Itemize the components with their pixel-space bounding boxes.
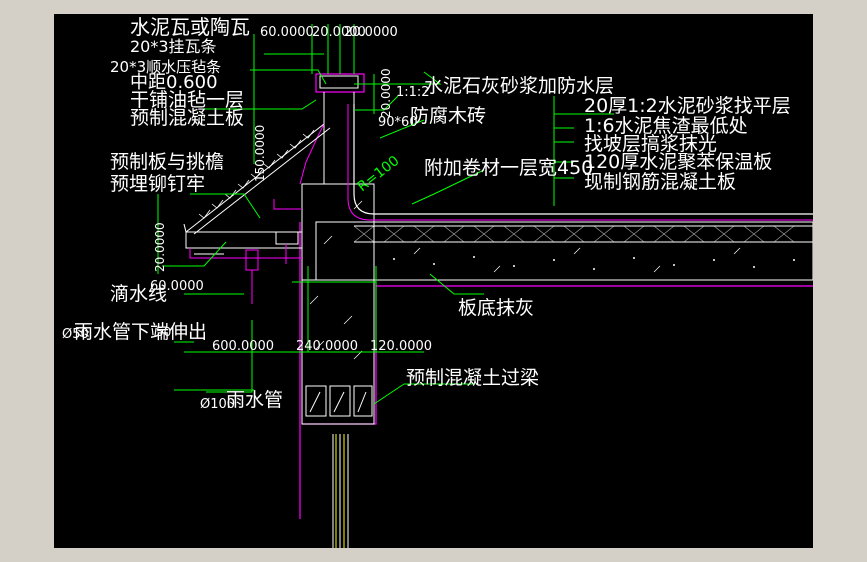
leader-lines: [157, 24, 614, 405]
eave-section-drawing: 60.0000 20.0000 20.0000 20.0000 150.0000…: [62, 15, 813, 548]
parapet-and-flashing: [273, 73, 813, 221]
label-counter-batten: 20*3顺水压毡条: [110, 58, 221, 76]
dim-20-c: 20.0000: [379, 68, 393, 118]
dim-150: 150.0000: [253, 125, 267, 182]
label-batten: 20*3挂瓦条: [130, 37, 217, 56]
label-felt: 干铺油毡一层: [130, 89, 244, 111]
label-rc-slab: 现制钢筋混凝土板: [584, 171, 736, 193]
label-cement-tile: 水泥瓦或陶瓦: [130, 15, 250, 39]
label-rain-pipe: 雨水管: [226, 389, 283, 411]
radius-label: R=100: [355, 153, 403, 195]
roof-tiles: [183, 123, 331, 259]
wall-and-slab: [299, 183, 813, 548]
drawing-canvas[interactable]: 60.0000 20.0000 20.0000 20.0000 150.0000…: [54, 14, 813, 548]
label-90x60: 90*60: [378, 115, 418, 130]
label-extra-membrane: 附加卷材一层宽450: [424, 157, 593, 179]
label-ratio: 1:1:2: [396, 85, 430, 100]
label-dia-50: Ø50: [62, 327, 89, 342]
dim-20-b: 20.0000: [344, 25, 398, 40]
dim-240: 240.0000: [296, 339, 358, 354]
label-drip: 滴水线: [110, 283, 167, 305]
label-precast-slab: 预制混凝土板: [130, 107, 244, 129]
label-dia-100: Ø100: [200, 397, 235, 412]
label-rivet: 预埋铆钉牢: [110, 173, 205, 195]
label-ceiling-plaster: 板底抹灰: [458, 297, 534, 319]
dim-120: 120.0000: [370, 339, 432, 354]
dimension-texts: 60.0000 20.0000 20.0000 20.0000 150.0000…: [150, 25, 432, 354]
annotation-labels: 水泥瓦或陶瓦 20*3挂瓦条 20*3顺水压毡条 中距0.600 干铺油毡一层 …: [62, 15, 791, 412]
label-pipe-outlet: 雨水管下端伸出: [74, 321, 207, 343]
label-lime-mortar: 水泥石灰砂浆加防水层: [424, 75, 614, 97]
label-insulation: 120厚水泥聚苯保温板: [584, 151, 772, 173]
label-wood-brick: 防腐木砖: [410, 105, 486, 127]
rain-pipe: [245, 231, 299, 304]
label-slab-cantilever: 预制板与挑檐: [110, 151, 224, 173]
dim-50: 50: [156, 325, 171, 339]
label-lintel: 预制混凝土过梁: [406, 367, 539, 389]
label-slope: 找坡层搞浆抹光: [584, 133, 717, 155]
label-spacing: 中距0.600: [130, 72, 218, 93]
dim-600: 600.0000: [212, 339, 274, 354]
dim-60-top: 60.0000: [260, 25, 314, 40]
dim-20-left: 20.0000: [153, 222, 167, 272]
dim-60-left: 60.0000: [150, 279, 204, 294]
dim-20-a: 20.0000: [312, 25, 366, 40]
label-screed: 20厚1:2水泥砂浆找平层: [584, 95, 791, 117]
label-slag: 1:6水泥焦渣最低处: [584, 115, 748, 137]
